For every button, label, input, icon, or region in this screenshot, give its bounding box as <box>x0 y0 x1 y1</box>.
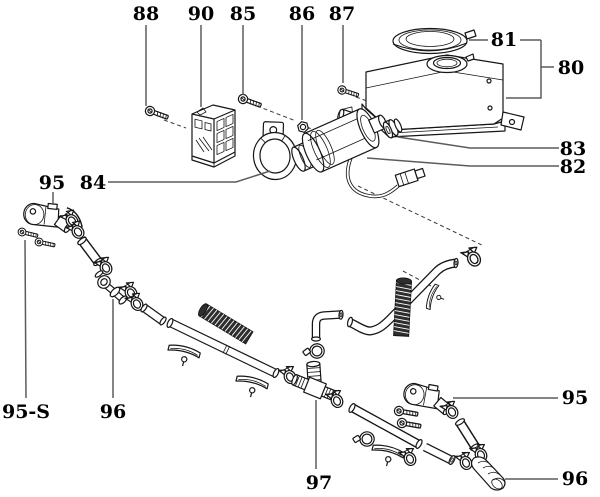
screw-88 <box>143 104 171 123</box>
hose-clamp <box>460 243 486 271</box>
screw-nozzle-right-a <box>393 405 420 420</box>
ribbed-sleeve <box>198 303 254 345</box>
ribbed-elbow-96 <box>470 456 506 491</box>
hose-chain-left <box>58 207 280 379</box>
screw-nozzle-right-b <box>396 417 423 432</box>
screw-85 <box>236 92 264 111</box>
bracket-90 <box>191 104 236 168</box>
elbow-hose <box>310 309 344 342</box>
hose-clip <box>232 373 270 402</box>
grommet-83 <box>382 118 403 139</box>
screw-95s-a <box>16 226 40 241</box>
callout-97: 97 <box>306 472 332 494</box>
callout-96-right: 96 <box>562 468 588 490</box>
callout-90: 90 <box>188 3 214 25</box>
callout-86: 86 <box>289 3 315 25</box>
screw-95s-b <box>33 236 57 250</box>
leader-84 <box>108 170 271 183</box>
callout-87: 87 <box>329 3 355 25</box>
reservoir-cap-81 <box>392 27 477 55</box>
elbow-connector-96-left <box>97 275 128 305</box>
callout-96-left: 96 <box>100 401 126 423</box>
ribbed-sleeve <box>393 277 413 337</box>
callout-81: 81 <box>491 29 517 51</box>
callout-85: 85 <box>230 3 256 25</box>
washer-pump-82 <box>291 106 426 199</box>
hose-clamp <box>351 430 376 450</box>
formed-hose <box>346 257 459 336</box>
callout-82: 82 <box>560 156 586 178</box>
hose-clip <box>424 282 449 314</box>
hose-clip <box>368 442 406 471</box>
leader-95s <box>24 239 27 399</box>
callout-80: 80 <box>558 57 584 79</box>
hose-clip <box>164 342 202 371</box>
callout-labels: 88 90 85 86 87 81 80 83 82 95 84 95-S 96… <box>2 3 588 494</box>
leader-83 <box>397 136 559 149</box>
callout-95-right: 95 <box>562 387 588 409</box>
leader-80-81 <box>469 39 554 99</box>
callout-95s: 95-S <box>2 401 50 423</box>
callout-83: 83 <box>560 138 586 160</box>
hose-clamp <box>300 341 327 363</box>
nut-86 <box>297 121 309 133</box>
callout-88: 88 <box>133 3 159 25</box>
callout-84: 84 <box>80 172 106 194</box>
clamp-84 <box>252 121 298 181</box>
leader-82 <box>366 157 559 167</box>
pump-connector <box>394 167 426 188</box>
hose-chain-right <box>348 403 481 466</box>
callout-95-left: 95 <box>39 172 65 194</box>
leader-lines <box>24 25 559 480</box>
